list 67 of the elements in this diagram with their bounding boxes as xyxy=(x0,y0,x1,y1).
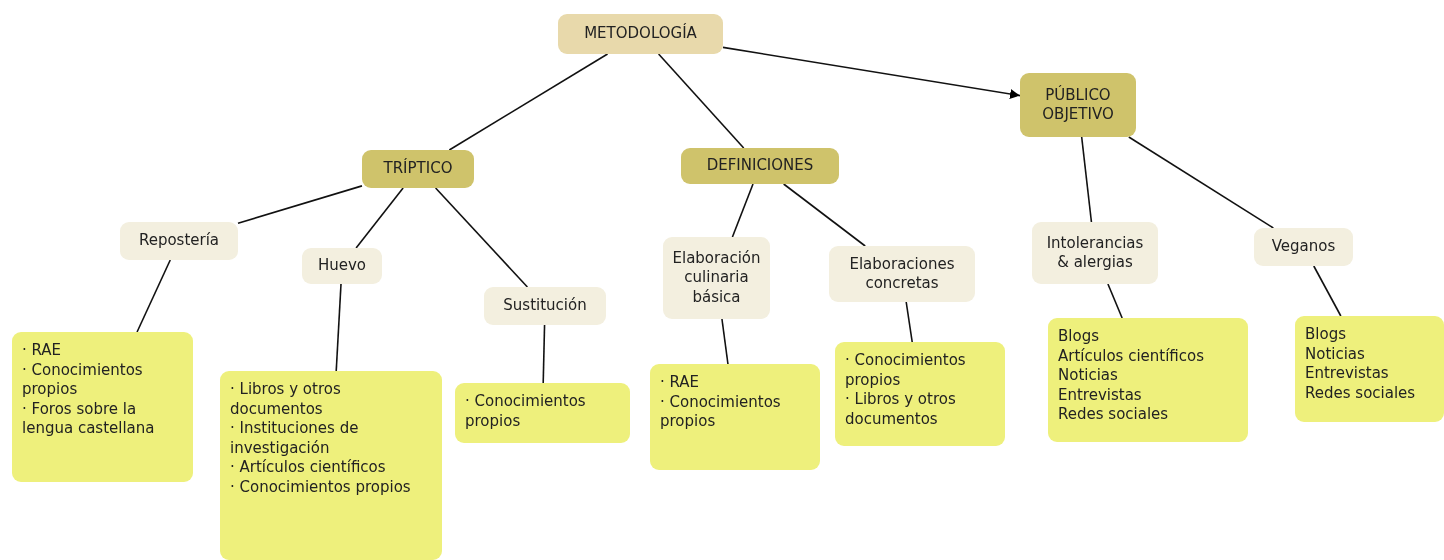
source-box xyxy=(455,383,630,443)
source-item: Entrevistas xyxy=(1058,385,1143,405)
connector-line xyxy=(1128,136,1275,229)
source-item: · Libros y otros documentos xyxy=(230,380,342,419)
subtopic-box xyxy=(829,246,975,302)
source-box xyxy=(1295,316,1444,422)
node-label: TRÍPTICO xyxy=(383,159,453,179)
connector-line xyxy=(657,53,745,149)
connector-line xyxy=(136,259,172,333)
subtopic-box xyxy=(484,287,606,325)
connector-line xyxy=(731,183,754,238)
source-item: · Conocimientos propios xyxy=(230,477,412,497)
source-item: · RAE xyxy=(660,373,701,393)
source-item: · RAE xyxy=(22,341,63,361)
topic-box xyxy=(558,14,723,54)
source-item: Noticias xyxy=(1058,366,1119,386)
source-item: Blogs xyxy=(1305,325,1347,345)
source-item: Redes sociales xyxy=(1058,405,1170,425)
connector-line xyxy=(721,318,729,365)
source-box xyxy=(835,342,1005,446)
source-item: Blogs xyxy=(1058,327,1100,347)
subtopic-box xyxy=(1032,222,1158,284)
subtopic-box xyxy=(1254,228,1353,266)
node-label: Elaboraciones concretas xyxy=(848,254,956,294)
connector-line xyxy=(1313,265,1342,317)
subtopic-box xyxy=(120,222,238,260)
source-item: · Artículos científicos xyxy=(230,458,387,478)
source-item: · Conocimientos propios xyxy=(465,392,587,431)
connector-line xyxy=(355,187,404,249)
connector-line xyxy=(1107,283,1123,319)
connector-line xyxy=(237,185,363,225)
topic-box xyxy=(1020,73,1136,137)
source-item: · Foros sobre la lengua castellana xyxy=(22,399,156,439)
connector-line xyxy=(1080,136,1093,223)
subtopic-box xyxy=(663,237,770,319)
source-item: · Libros y otros documentos xyxy=(845,390,957,429)
arrow xyxy=(722,46,1021,99)
source-item: · Conocimientos propios xyxy=(660,392,782,432)
connector-line xyxy=(448,53,609,151)
source-box xyxy=(12,332,193,482)
connector-line xyxy=(542,324,546,384)
source-box xyxy=(220,371,442,560)
topic-box xyxy=(681,148,839,184)
node-label: Veganos xyxy=(1271,237,1336,257)
source-item: Redes sociales xyxy=(1305,383,1417,403)
source-item: · Conocimientos propios xyxy=(22,360,144,400)
node-label: DEFINICIONES xyxy=(706,156,814,176)
node-label: Elaboración culinaria básica xyxy=(671,248,762,308)
connector-line xyxy=(335,283,342,372)
source-item: Artículos científicos xyxy=(1058,346,1206,366)
source-item: · Instituciones de investigación xyxy=(230,419,360,458)
source-item: Entrevistas xyxy=(1305,364,1390,384)
source-item: Noticias xyxy=(1305,344,1366,364)
subtopic-box xyxy=(302,248,382,284)
connector-line xyxy=(782,183,866,247)
node-label: Repostería xyxy=(138,231,220,251)
connector-line xyxy=(434,187,529,288)
source-item: · Conocimientos propios xyxy=(845,351,967,390)
node-label: Sustitución xyxy=(503,296,587,316)
node-label: METODOLOGÍA xyxy=(584,24,697,44)
topic-box xyxy=(362,150,474,188)
node-label: PÚBLICO OBJETIVO xyxy=(1041,85,1115,125)
source-box xyxy=(650,364,820,470)
node-label: Huevo xyxy=(317,256,367,276)
source-box xyxy=(1048,318,1248,442)
connector-line xyxy=(905,301,913,343)
node-label: Intolerancias & alergias xyxy=(1045,233,1145,273)
